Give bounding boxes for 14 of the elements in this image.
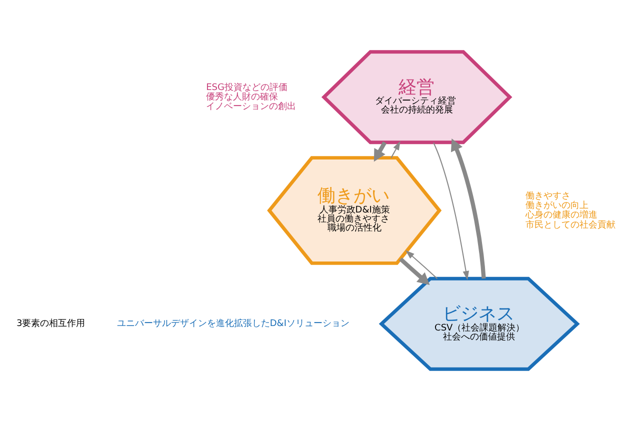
- arrow: [399, 257, 430, 285]
- node-label: ESG投資などの評価: [206, 82, 288, 93]
- arrow: [405, 250, 438, 279]
- arrow: [450, 138, 486, 279]
- label: 3要素の相互作用: [16, 319, 86, 330]
- node-label: ユニバーサルデザインを進化拡張したD&Iソリューション: [116, 319, 350, 330]
- node-label: イノベーションの創出: [206, 102, 296, 112]
- node-label: 市民としての社会貢献: [526, 220, 616, 230]
- node-label: 働きやすさ: [526, 191, 571, 202]
- arrow: [374, 141, 387, 162]
- arrow: [390, 141, 400, 158]
- node-label: 心身の健康の増進: [526, 210, 598, 221]
- node-label: 優秀な人財の確保: [206, 92, 278, 102]
- arrow: [433, 142, 470, 280]
